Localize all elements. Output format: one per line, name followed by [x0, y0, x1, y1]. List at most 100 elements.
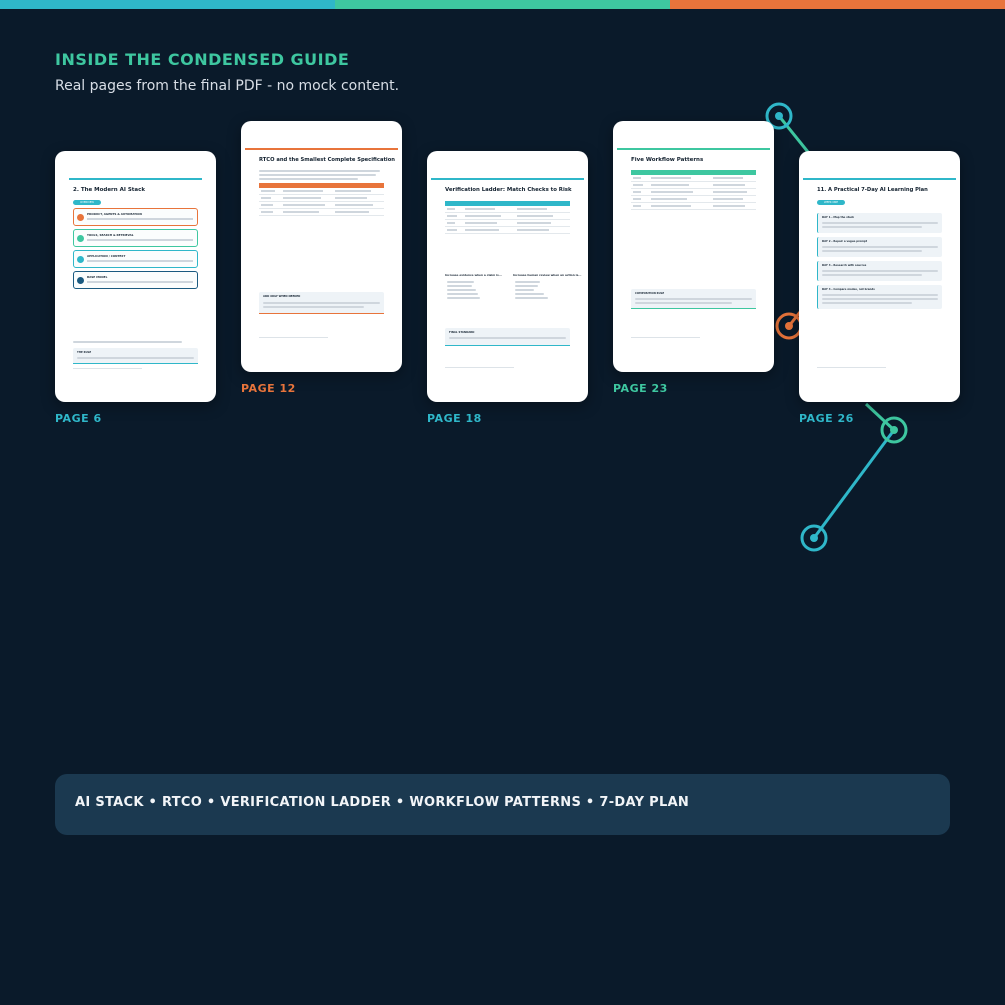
table-row: [631, 182, 756, 189]
text-line: [73, 341, 182, 343]
table-row: [259, 188, 384, 195]
stack-layer-label: APPLICATION / CONTEXT: [87, 254, 126, 258]
table-row: [631, 196, 756, 203]
table-row: [259, 209, 384, 216]
page-header-rule: [245, 148, 398, 150]
text-line: [822, 246, 938, 248]
text-line: [822, 222, 938, 224]
page-title: 11. A Practical 7-Day AI Learning Plan: [817, 187, 928, 193]
callout-title: FINAL STANDARD: [449, 331, 475, 334]
page-title: Five Workflow Patterns: [631, 157, 704, 163]
page-header-rule: [431, 178, 584, 180]
text-line: [447, 289, 476, 291]
top-color-bar: [0, 0, 1005, 9]
plan-day-box: DAY 1 - Map the stack: [817, 213, 942, 233]
network-link: [812, 429, 896, 539]
text-line: [822, 270, 938, 272]
page-caption: PAGE 18: [427, 412, 482, 425]
table-row: [445, 220, 570, 227]
text-line: [635, 302, 732, 304]
plan-day-box: DAY 2 - Repair a vague prompt: [817, 237, 942, 257]
page-preview-card-23[interactable]: Five Workflow Patterns COMPOSITION RULE: [613, 121, 774, 372]
stack-layer: BASE MODEL: [73, 271, 198, 289]
text-line: [87, 281, 193, 283]
page-title: 2. The Modern AI Stack: [73, 187, 146, 193]
section-heading: INSIDE THE CONDENSED GUIDE: [55, 50, 350, 69]
network-node-center: [775, 112, 783, 120]
text-line: [449, 337, 566, 339]
text-line: [822, 226, 922, 228]
stack-layer-label: PRODUCT, AGENTS & AUTOMATION: [87, 212, 142, 216]
table-row: [631, 175, 756, 182]
table-row: [445, 206, 570, 213]
callout-rule: [259, 313, 384, 314]
page-header-rule: [69, 178, 202, 180]
table-row: [445, 213, 570, 220]
plan-day-title: DAY 2 - Repair a vague prompt: [822, 240, 867, 243]
table-row: [259, 195, 384, 202]
callout-box: ADD ONLY WHEN NEEDED: [259, 292, 384, 314]
callout-title: ADD ONLY WHEN NEEDED: [263, 295, 301, 298]
page-header-rule: [803, 178, 956, 180]
text-line: [822, 302, 912, 304]
callout-box: THE RULE: [73, 348, 198, 364]
verification-table: [445, 201, 570, 234]
page-footer: [817, 367, 886, 369]
page-footer: [259, 337, 328, 339]
callout-title: COMPOSITION RULE: [635, 292, 665, 295]
network-node-center: [810, 534, 818, 542]
page-footer: [631, 337, 700, 339]
spec-table: [259, 183, 384, 216]
plan-day-title: DAY 4 - Compare modes, not brands: [822, 288, 875, 291]
page-preview-card-6[interactable]: 2. The Modern AI Stack OVERVIEW PRODUCT,…: [55, 151, 216, 402]
stack-layer: TOOLS, SEARCH & RETRIEVAL: [73, 229, 198, 247]
top-bar-segment-green: [335, 0, 670, 9]
page-caption: PAGE 6: [55, 412, 102, 425]
column-heading-right: Increase human review when an action is.…: [513, 273, 582, 277]
text-line: [447, 293, 478, 295]
text-line: [515, 281, 540, 283]
layer-number-icon: [77, 256, 84, 263]
text-line: [447, 281, 474, 283]
text-line: [447, 285, 472, 287]
text-line: [822, 298, 938, 300]
network-node-icon: [800, 524, 828, 552]
callout-rule: [631, 308, 756, 309]
stack-layer-label: BASE MODEL: [87, 275, 108, 279]
text-line: [259, 178, 358, 180]
stack-layer: PRODUCT, AGENTS & AUTOMATION: [73, 208, 198, 226]
layer-number-icon: [77, 214, 84, 221]
text-line: [822, 294, 938, 296]
text-line: [259, 170, 380, 172]
network-node-center: [785, 322, 793, 330]
network-node-icon: [880, 416, 908, 444]
text-line: [259, 174, 376, 176]
page-footer: [73, 368, 142, 370]
table-row: [631, 203, 756, 210]
stack-layer: APPLICATION / CONTEXT: [73, 250, 198, 268]
plan-day-box: DAY 4 - Compare modes, not brands: [817, 285, 942, 309]
network-link: [864, 402, 896, 432]
table-header: [259, 183, 384, 188]
top-bar-segment-teal: [0, 0, 335, 9]
section-label: OVERVIEW: [73, 200, 101, 205]
text-line: [263, 302, 380, 304]
layer-number-icon: [77, 235, 84, 242]
text-line: [515, 289, 534, 291]
callout-rule: [73, 363, 198, 364]
table-header: [631, 170, 756, 175]
workflow-table: [631, 170, 756, 210]
page-preview-card-26[interactable]: 11. A Practical 7-Day AI Learning Plan W…: [799, 151, 960, 402]
topics-banner: AI STACK • RTCO • VERIFICATION LADDER • …: [55, 774, 950, 835]
stack-layer-label: TOOLS, SEARCH & RETRIEVAL: [87, 233, 134, 237]
top-bar-segment-orange: [670, 0, 1005, 9]
page-preview-card-18[interactable]: Verification Ladder: Match Checks to Ris…: [427, 151, 588, 402]
text-line: [822, 274, 922, 276]
text-line: [822, 250, 922, 252]
text-line: [515, 297, 548, 299]
page-preview-card-12[interactable]: RTCO and the Smallest Complete Specifica…: [241, 121, 402, 372]
network-node-icon: [775, 312, 803, 340]
text-line: [87, 260, 193, 262]
table-header: [445, 201, 570, 206]
text-line: [77, 357, 194, 359]
